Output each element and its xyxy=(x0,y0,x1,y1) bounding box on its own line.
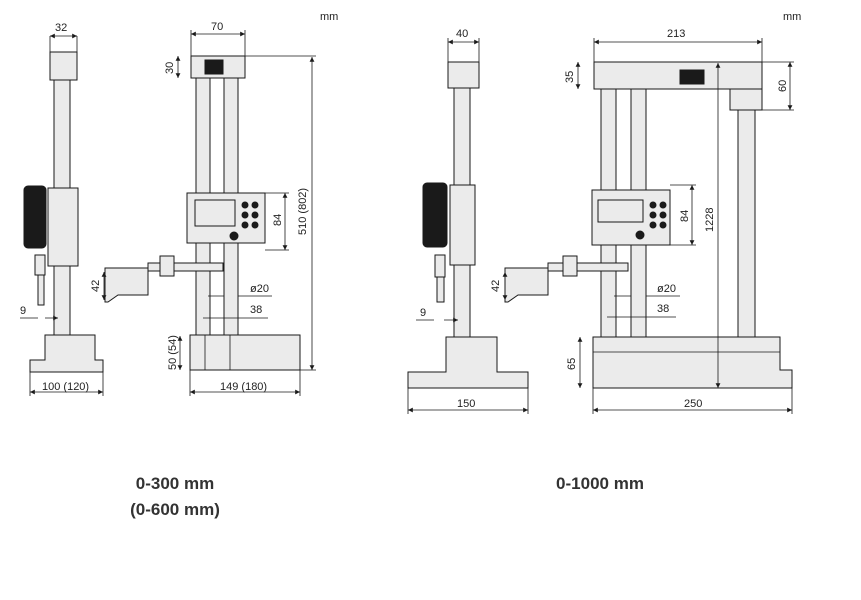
large-side-view: 40 9 150 xyxy=(407,28,529,414)
dim-base-width-large: 250 xyxy=(684,398,702,410)
dim-total-height-large: 1228 xyxy=(704,208,716,232)
dim-column-spacing-large: 38 xyxy=(657,303,669,315)
dim-head-height: 30 xyxy=(164,62,176,74)
large-front-view: 213 35 60 1228 84 42 ø20 38 65 250 xyxy=(490,28,794,414)
dim-beam-height: 35 xyxy=(564,71,576,83)
dim-head-width-large: 40 xyxy=(456,28,468,40)
dim-display-height-large: 84 xyxy=(679,210,691,222)
dim-total-height: 510 (802) xyxy=(297,188,309,235)
small-front-view: 70 30 510 (802) 84 42 ø20 38 50 (54) 149… xyxy=(90,21,316,396)
dim-head-width: 32 xyxy=(55,22,67,34)
dim-top-width: 70 xyxy=(211,21,223,33)
dim-base-height: 50 (54) xyxy=(167,335,179,370)
units-label-right: mm xyxy=(783,11,801,23)
units-label-left: mm xyxy=(320,11,338,23)
dim-block-height: 60 xyxy=(777,80,789,92)
dim-scriber-large: 9 xyxy=(420,307,426,319)
dim-column-dia-large: ø20 xyxy=(657,283,676,295)
caption-small-range-alt: (0-600 mm) xyxy=(130,500,220,519)
dim-column-spacing: 38 xyxy=(250,304,262,316)
dim-base-depth: 100 (120) xyxy=(42,381,89,393)
dim-column-dia: ø20 xyxy=(250,283,269,295)
dim-base-width: 149 (180) xyxy=(220,381,267,393)
dim-display-height: 84 xyxy=(272,214,284,226)
dim-scriber: 9 xyxy=(20,305,26,317)
small-side-view: 32 9 100 (120) xyxy=(20,22,104,396)
caption-small-range: 0-300 mm xyxy=(136,474,214,493)
dim-arm-height-large: 42 xyxy=(490,280,502,292)
dim-top-width-large: 213 xyxy=(667,28,685,40)
caption-large-range: 0-1000 mm xyxy=(556,474,644,493)
dim-base-height-large: 65 xyxy=(566,358,578,370)
dim-arm-height: 42 xyxy=(90,280,102,292)
dim-base-depth-large: 150 xyxy=(457,398,475,410)
